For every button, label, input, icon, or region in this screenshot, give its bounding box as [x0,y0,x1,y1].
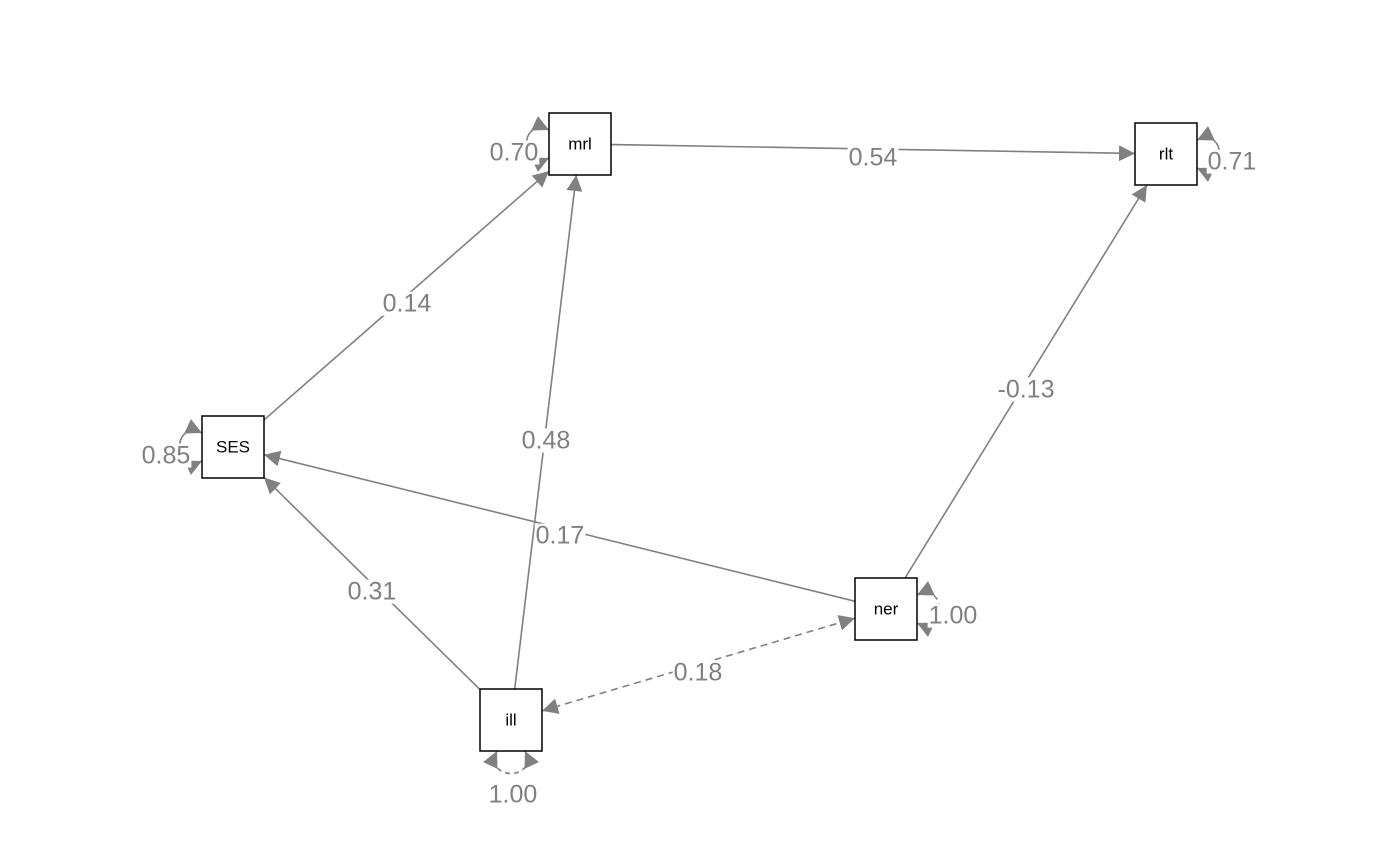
node-label-SES: SES [216,437,250,456]
edge-label-mrl-rlt-bg [847,145,899,170]
node-rlt: rlt [1134,122,1198,186]
residual-label-ner: 1.00 [927,602,979,630]
node-SES: SES [201,415,265,479]
residual-label-ill: 1.00 [487,781,539,809]
edge-label-SES-mrl: 0.14 [381,290,433,318]
edge-label-ner-rlt-text: -0.13 [998,376,1055,404]
residual-label-rlt-bg [1206,149,1258,174]
edge-label-ill-mrl: 0.48 [520,427,572,455]
residual-label-ill-bg [487,782,539,807]
edge-label-ner-rlt-bg [996,377,1056,402]
node-box-ill [479,688,543,752]
edges-layer [263,143,1148,714]
edge-label-ill-SES-bg [346,579,398,604]
edge-label-ill-ner-text: 0.18 [674,659,723,687]
node-box-SES [201,415,265,479]
edge-label-ill-mrl-text: 0.48 [522,427,571,455]
residual-label-mrl-bg [488,140,540,165]
residual-label-mrl: 0.70 [488,139,540,167]
node-ner: ner [854,577,918,641]
node-ill: ill [479,688,543,752]
residual-label-ner-bg [927,603,979,628]
edge-label-ner-rlt: -0.13 [996,376,1056,404]
edge-label-ill-SES: 0.31 [346,578,398,606]
edge-label-ill-mrl-bg [520,428,572,453]
node-mrl: mrl [548,112,612,176]
residual-label-ner-text: 1.00 [929,602,978,630]
edge-label-ner-SES-text: 0.17 [536,522,585,550]
edge-label-ill-ner-bg [672,660,724,685]
residual-label-SES-text: 0.85 [142,442,191,470]
residual-label-rlt: 0.71 [1206,148,1258,176]
node-box-mrl [548,112,612,176]
node-label-ill: ill [505,710,516,729]
weight-labels-layer: 0.54 0.14 0.48 -0.13 0.17 0.31 0.18 0.70 0.71 0.8… [140,139,1258,809]
node-label-ner: ner [874,599,899,618]
edge-label-ner-SES: 0.17 [534,522,586,550]
residual-label-rlt-text: 0.71 [1208,148,1257,176]
edge-ill-ner [541,615,856,714]
edge-label-mrl-rlt: 0.54 [847,144,899,172]
residual-loop-ill [483,750,539,775]
node-box-ner [854,577,918,641]
node-label-rlt: rlt [1159,144,1173,163]
node-label-mrl: mrl [568,134,592,153]
residual-label-SES: 0.85 [140,442,192,470]
residual-label-SES-bg [140,443,192,468]
edge-label-ner-SES-bg [534,523,586,548]
edge-label-SES-mrl-bg [381,291,433,316]
residual-loop-ner [916,581,941,637]
residual-label-mrl-text: 0.70 [490,139,539,167]
node-box-rlt [1134,122,1198,186]
edge-label-ill-SES-text: 0.31 [348,578,397,606]
edge-label-ill-ner: 0.18 [672,659,724,687]
edge-label-SES-mrl-text: 0.14 [383,290,432,318]
edge-label-mrl-rlt-text: 0.54 [849,144,898,172]
residual-label-ill-text: 1.00 [489,781,538,809]
